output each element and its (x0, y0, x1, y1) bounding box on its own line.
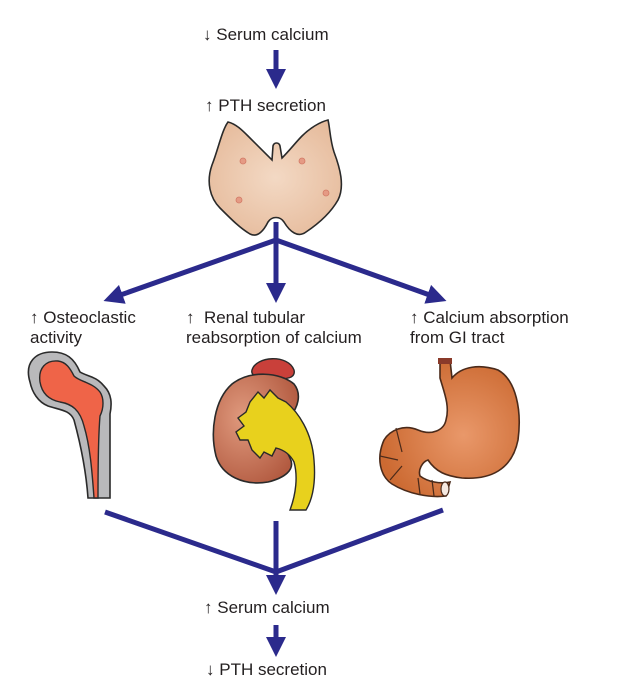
label-pth-secretion-down: ↓ PTH secretion (206, 660, 327, 679)
down-arrow-icon: ↓ (206, 660, 215, 679)
stomach-illustration (379, 358, 520, 498)
down-arrow-icon: ↓ (203, 25, 212, 44)
line-from-gi (275, 507, 444, 575)
kidney-illustration (212, 358, 316, 511)
label-pth-secretion-up: ↑ PTH secretion (205, 96, 326, 115)
arrow-to-bone (103, 237, 277, 304)
label-gi-absorption: ↑ Calcium absorption from GI tract (410, 308, 569, 347)
up-arrow-icon: ↑ (30, 308, 39, 327)
up-arrow-icon: ↑ (410, 308, 419, 327)
label-low-serum-calcium: ↓ Serum calcium (203, 25, 329, 44)
femur-bone-illustration (27, 351, 112, 499)
label-high-serum-calcium: ↑ Serum calcium (204, 598, 330, 617)
label-renal-reabsorption: ↑ Renal tubular reabsorption of calcium (186, 308, 362, 347)
label-osteoclastic-activity: ↑ Osteoclastic activity (30, 308, 136, 347)
up-arrow-icon: ↑ (204, 598, 213, 617)
line-from-bone (104, 509, 277, 575)
parathyroid-gland-illustration (208, 119, 343, 236)
up-arrow-icon: ↑ (186, 308, 195, 327)
arrow-to-gi (275, 237, 447, 304)
up-arrow-icon: ↑ (205, 96, 214, 115)
